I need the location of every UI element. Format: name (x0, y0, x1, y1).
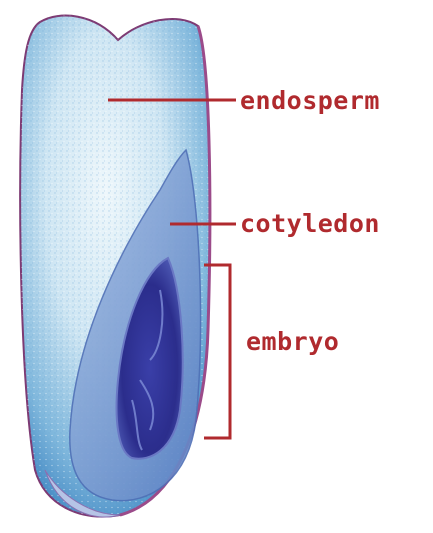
cotyledon-label: cotyledon (240, 211, 380, 236)
embryo-label: embryo (246, 329, 339, 354)
endosperm-label: endosperm (240, 88, 380, 113)
